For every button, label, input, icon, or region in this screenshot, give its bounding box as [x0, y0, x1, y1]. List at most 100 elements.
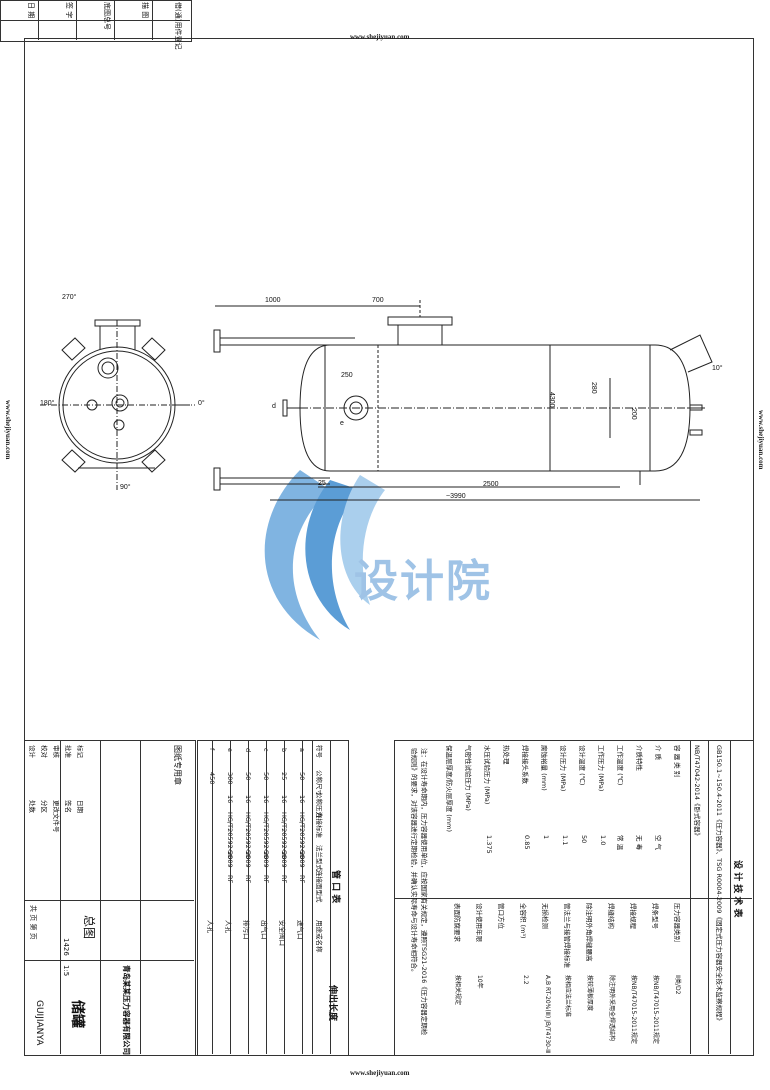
tech-left-label: 介 质 — [654, 745, 662, 761]
tech-left-value: 空 气 — [654, 835, 662, 851]
sheet-info: 共 页 第 页 — [29, 905, 37, 940]
angle-180: 180° — [40, 400, 55, 407]
role-label: 更改文件号 — [52, 800, 60, 833]
tech-left-label: 设计温度 (℃) — [578, 745, 586, 786]
nozzle-extra: 伸出长度 — [327, 985, 337, 1022]
tech-right-label: 表面防腐要求 — [453, 903, 461, 942]
role-label: 日期 — [76, 800, 84, 813]
tech-left-label: 焊接接头系数 — [521, 745, 529, 784]
nozzle-cell: 排污口 — [242, 920, 250, 940]
nozzle-cell: 进气口 — [296, 920, 304, 940]
drawing-frame — [24, 38, 754, 1056]
tech-right-label: 焊条型号 — [651, 903, 659, 929]
tech-left-label: 热处理 — [502, 745, 510, 765]
sub-name: 总图 — [82, 915, 96, 940]
tech-note: 注：在设计寿命期内，压力容器使用单位，应按国家有关规定，遵照TSG21-2016… — [410, 748, 428, 1036]
tech-left-value: 1.375 — [485, 835, 493, 854]
tech-right-label: 设计使用年限 — [475, 903, 483, 942]
nozzle-header: 法兰型式 — [315, 845, 323, 871]
tech-left-label: 工作压力 (MPa) — [597, 745, 605, 792]
register-strip — [0, 0, 192, 42]
tech-right-value: 按NB/T47015-2011规定 — [652, 975, 659, 1044]
tech-left-label: 介质特性 — [635, 745, 643, 771]
dim-280: 280 — [590, 382, 597, 394]
tech-right-value: Ⅱ类/D2 — [674, 975, 681, 995]
tech-right-value: 按相关规定 — [454, 975, 461, 1006]
nozzle-header: 连接面型式 — [315, 870, 323, 903]
tech-right-value: 按NB/T47015-2011规定 — [630, 975, 637, 1044]
dim-4300: 4300 — [548, 392, 555, 408]
nozzle-header: 用途或名称 — [315, 920, 323, 953]
tech-left-value: 常 温 — [616, 835, 624, 851]
dim-200: 200 — [630, 408, 637, 420]
role-label: 校对 — [40, 745, 48, 758]
role-label: 审核 — [52, 745, 60, 758]
dim-3990: ~3990 — [446, 493, 466, 500]
tech-right-label: 焊接规程 — [629, 903, 637, 929]
angle-270: 270° — [62, 294, 77, 301]
tech-left-value: 1 — [542, 835, 550, 840]
tech-title: 设 计 技 术 表 — [732, 860, 742, 918]
tech-right-value: 2.2 — [522, 975, 529, 985]
nozzle-cell: 出气口 — [260, 920, 268, 940]
mark-d: d — [272, 403, 276, 410]
mark-e: e — [340, 420, 344, 427]
role-label: 处数 — [28, 800, 36, 813]
drawing-code: GUIJIANYA — [34, 1000, 44, 1046]
tech-right-label: 全容积 (m³) — [519, 903, 527, 939]
title-block — [24, 740, 196, 1056]
nozzle-table — [197, 740, 349, 1056]
dim-250: 250 — [341, 372, 353, 379]
dim-25: 25 — [318, 480, 326, 487]
end-view — [40, 319, 195, 490]
tech-right-label: 管法兰与接管焊接标准 — [563, 903, 571, 968]
tech-left-label: 工作温度 (℃) — [616, 745, 624, 786]
role-label: 标记 — [76, 745, 84, 758]
nozzle-cell: 人孔 — [206, 920, 214, 933]
tech-right-label: 焊缝结构 — [607, 903, 615, 929]
tech-right-value: 按相应法兰标准 — [564, 975, 571, 1018]
angle-0: 0° — [198, 400, 205, 407]
tech-right-label: 压力容器类别 — [673, 903, 681, 942]
company-name: 青岛某某压力容器有限公司 — [122, 965, 131, 1055]
vessel-view — [213, 300, 713, 501]
role-label: 批准 — [64, 745, 72, 758]
nozzle-header: 连接标准 — [315, 812, 323, 838]
tech-right-value: 除注明外采用全焊透结构 — [608, 975, 615, 1042]
nozzle-cell: 人孔 — [224, 920, 232, 933]
tech-left-label: 保温层厚度/防火层厚度 (mm) — [445, 745, 453, 832]
dim-1000: 1000 — [265, 297, 281, 304]
tech-left-value: 0.85 — [523, 835, 531, 850]
tech-left-value: 无 毒 — [635, 835, 643, 851]
dim-700: 700 — [372, 297, 384, 304]
tech-left-value: 1.0 — [599, 835, 607, 846]
tech-right-label: 无损检测 — [541, 903, 549, 929]
dim-2500: 2500 — [483, 481, 499, 488]
watermark-logo — [264, 470, 385, 640]
nozzle-title: 管 口 表 — [330, 870, 340, 904]
stamp-text: 图纸专用章 — [173, 745, 182, 785]
tech-left-label: 设计压力 (MPa) — [559, 745, 567, 792]
angle-90: 90° — [120, 484, 131, 491]
site-label-bottom: www.shejiyuan.com — [350, 1069, 410, 1077]
tech-right-value: 10年 — [476, 975, 483, 989]
role-label: 分区 — [40, 800, 48, 813]
scale-value: 1:5 — [62, 965, 70, 977]
drawing-name: 储罐 — [69, 1000, 85, 1028]
site-label-top: www.shejiyuan.com — [350, 33, 410, 41]
nozzle-cell: 安全阀口 — [278, 920, 286, 946]
tech-left-label: 水压试验压力 (MPa) — [483, 745, 491, 805]
nozzle-header: 符号 — [315, 745, 323, 758]
tech-left-label: 容 器 类 别 — [673, 745, 681, 778]
tech-std-1: GB150.1~150.4-2011《压力容器》、TSG R0004-2009《… — [715, 745, 723, 1024]
tech-left-label: 腐蚀裕量 (mm) — [540, 745, 548, 791]
tech-left-value: 50 — [580, 835, 588, 844]
tech-right-value: A,B RT-20%(Ⅲ) JB/T4730-Ⅲ — [544, 975, 551, 1054]
tech-right-value: 按较薄板厚度 — [586, 975, 593, 1012]
watermark-text: 设计院 — [354, 556, 492, 607]
role-label: 签名 — [64, 800, 72, 813]
tech-std-2: NB/T47042-2014《卧式容器》 — [693, 745, 701, 840]
role-label: 设计 — [28, 745, 36, 758]
tech-right-label: 管口方位 — [497, 903, 505, 929]
